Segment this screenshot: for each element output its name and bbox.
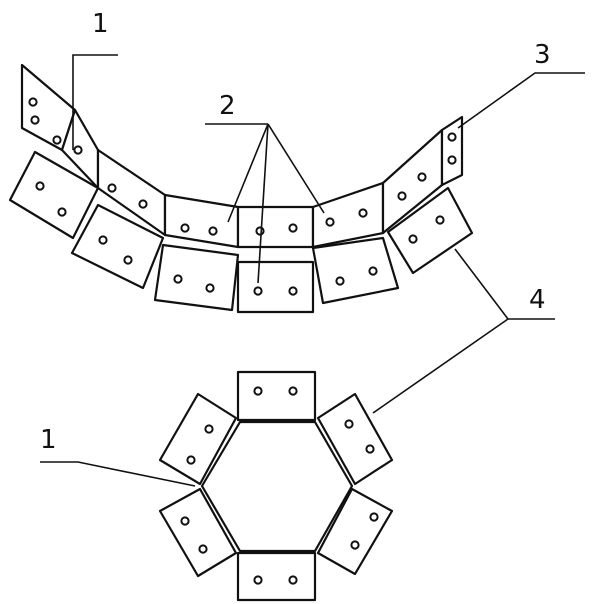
leader-4-b	[372, 318, 509, 414]
fastener-hole	[369, 512, 379, 522]
fastener-hole	[30, 115, 40, 125]
fastener-hole	[253, 386, 263, 396]
fastener-hole	[205, 283, 215, 293]
fastener-hole	[365, 444, 375, 454]
pad	[8, 150, 100, 240]
fastener-hole	[57, 207, 67, 217]
fastener-hole	[350, 540, 360, 550]
hexagon-core	[200, 420, 354, 553]
fastener-hole	[288, 575, 298, 585]
fastener-hole	[358, 208, 368, 218]
pad	[386, 186, 474, 275]
fastener-hole	[288, 223, 298, 233]
hex-pad-top	[236, 370, 317, 422]
fastener-hole	[198, 544, 208, 554]
label-pads: 4	[529, 285, 546, 315]
leader-4-a	[454, 248, 509, 320]
fastener-hole	[447, 132, 457, 142]
strip-end-plate-right	[440, 115, 464, 187]
fastener-hole	[397, 191, 407, 201]
hexagon-assembly	[158, 370, 394, 602]
fastener-hole	[368, 266, 378, 276]
fastener-hole	[255, 226, 265, 236]
leader-2-c	[267, 123, 325, 214]
leader-1-lower	[40, 461, 196, 487]
fastener-hole	[52, 135, 62, 145]
fastener-hole	[335, 276, 345, 286]
hex-pad-upper-right	[316, 392, 394, 486]
fastener-hole	[417, 172, 427, 182]
hex-pad-bottom	[236, 551, 317, 602]
fastener-hole	[204, 424, 214, 434]
fastener-hole	[35, 181, 45, 191]
fastener-hole	[288, 386, 298, 396]
leader-3	[457, 72, 585, 129]
pad	[236, 260, 315, 314]
fastener-hole	[253, 575, 263, 585]
pad	[70, 203, 165, 290]
pad	[153, 243, 240, 312]
strip-plate	[236, 205, 315, 249]
fastener-hole	[123, 255, 133, 265]
fastener-hole	[253, 286, 263, 296]
fastener-hole	[73, 145, 83, 155]
leader-2-a	[227, 123, 269, 223]
fastener-hole	[288, 286, 298, 296]
leader-lines	[40, 54, 585, 487]
fastener-hole	[28, 97, 38, 107]
upper-inner-row	[20, 63, 464, 249]
label-end-plate: 3	[534, 40, 551, 70]
leader-2-b	[257, 123, 269, 284]
fastener-hole	[435, 215, 445, 225]
pad	[311, 236, 400, 305]
fastener-hole	[138, 199, 148, 209]
fastener-hole	[186, 455, 196, 465]
strip-plate	[163, 193, 240, 249]
fastener-hole	[447, 155, 457, 165]
fastener-hole	[325, 217, 335, 227]
label-fasteners: 2	[219, 91, 236, 121]
hex-pad-upper-left	[158, 392, 238, 486]
reference-labels: 1 2 3 4 1	[40, 9, 551, 455]
fastener-hole	[180, 516, 190, 526]
label-upper-strip: 1	[92, 9, 109, 39]
fastener-hole	[98, 235, 108, 245]
fastener-hole	[180, 223, 190, 233]
fastener-hole	[408, 234, 418, 244]
strip-plate	[311, 181, 385, 249]
fastener-hole	[344, 419, 354, 429]
label-lower-strip: 1	[40, 425, 57, 455]
fastener-hole	[173, 274, 183, 284]
leader-1-upper	[72, 54, 118, 150]
fastener-hole	[107, 183, 117, 193]
upper-outer-pads	[8, 150, 474, 314]
hex-pad-lower-left	[158, 487, 238, 578]
hex-pad-lower-right	[316, 487, 394, 576]
fastener-hole	[208, 226, 218, 236]
